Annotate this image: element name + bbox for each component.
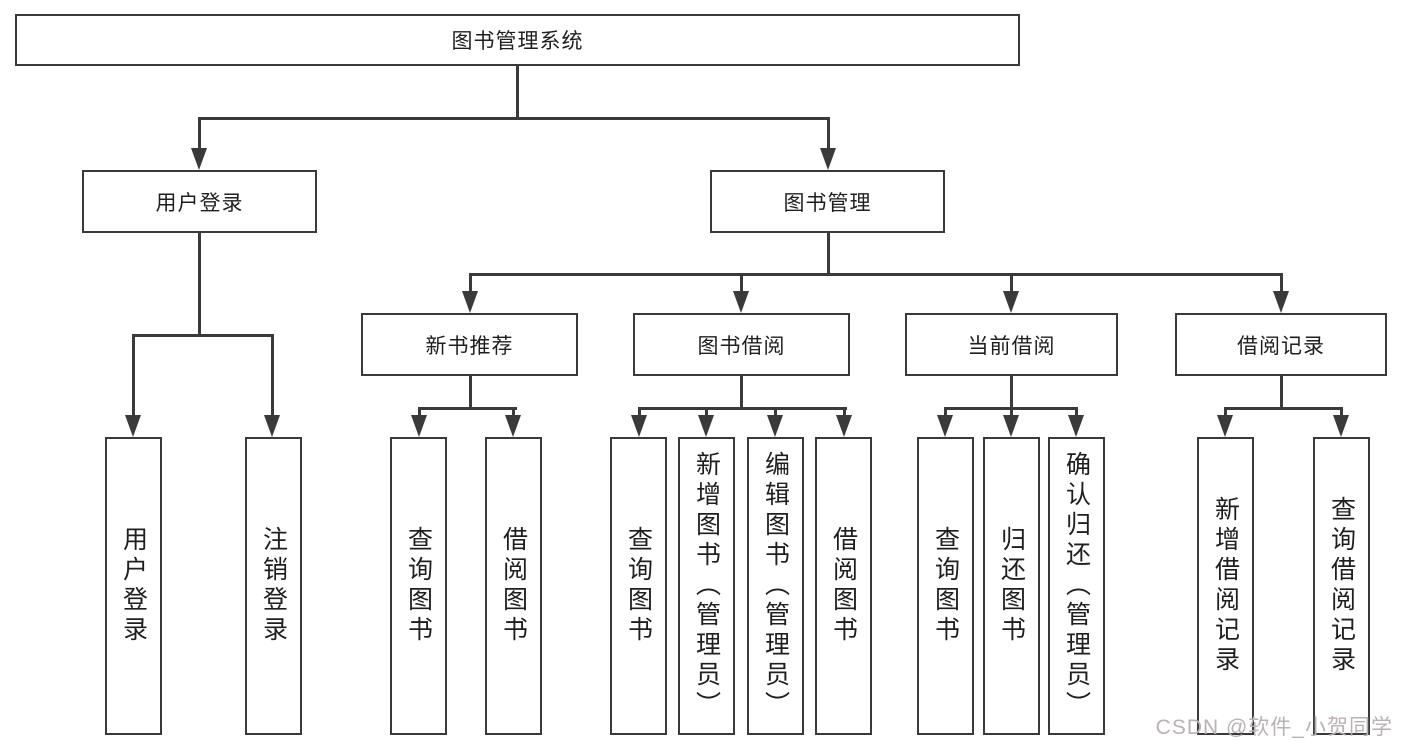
leaf-logout-label: 注销登录 [259,526,288,646]
node-borrow-records-label: 借阅记录 [1237,334,1325,358]
connector-line [1280,376,1283,410]
connector-line [512,407,515,415]
connector-line [418,407,517,410]
leaf-return-books: 归还图书 [983,437,1040,735]
connector-line [198,117,830,120]
node-book-management-label: 图书管理 [783,191,872,215]
leaf-add-books-admin: 新增图书（管理员） [678,437,735,735]
leaf-confirm-return-admin-label: 确认归还（管理员） [1062,451,1091,721]
connector-line [705,407,708,415]
leaf-query-books-borrow: 查询图书 [610,437,667,735]
connector-line [1075,407,1078,415]
connector-line [132,334,274,337]
node-root: 图书管理系统 [15,14,1020,66]
connector-line [740,273,743,291]
csdn-watermark: CSDN @软件_小贺同学 [1155,716,1393,739]
node-user-login-label: 用户登录 [155,191,244,215]
leaf-query-books-current-label: 查询图书 [931,526,960,646]
node-new-book-recommend-label: 新书推荐 [425,334,514,358]
leaf-logout: 注销登录 [245,437,302,735]
node-new-book-recommend: 新书推荐 [361,313,578,376]
connector-line [1010,273,1013,291]
connector-line [469,376,472,410]
connector-line [774,407,777,415]
leaf-user-login: 用户登录 [105,437,162,735]
arrow-down-icon [505,415,521,437]
arrow-down-icon [1068,415,1084,437]
connector-line [469,273,472,291]
connector-line [132,334,135,415]
arrow-down-icon [1003,291,1019,313]
node-root-label: 图书管理系统 [451,30,584,53]
connector-line [1224,407,1343,410]
connector-line [740,376,743,410]
arrow-down-icon [125,415,141,437]
arrow-down-icon [733,291,749,313]
connector-line [1010,407,1013,415]
arrow-down-icon [767,415,783,437]
leaf-borrow-books-label: 借阅图书 [829,526,858,646]
leaf-add-books-admin-label: 新增图书（管理员） [692,451,721,721]
arrow-down-icon [411,415,427,437]
leaf-add-borrow-record-label: 新增借阅记录 [1211,496,1240,676]
leaf-query-books-current: 查询图书 [917,437,974,735]
node-current-borrow-label: 当前借阅 [967,334,1056,358]
connector-line [944,407,947,415]
arrow-down-icon [191,148,207,170]
arrow-down-icon [631,415,647,437]
leaf-borrow-books-recommend: 借阅图书 [485,437,542,735]
node-book-borrow-label: 图书借阅 [697,334,786,358]
arrow-down-icon [462,291,478,313]
arrow-down-icon [264,415,280,437]
connector-line [198,117,201,148]
connector-line [271,334,274,415]
connector-line [198,233,201,337]
leaf-add-borrow-record: 新增借阅记录 [1197,437,1254,735]
leaf-query-books-recommend: 查询图书 [390,437,447,735]
arrow-down-icon [1273,291,1289,313]
arrow-down-icon [937,415,953,437]
arrow-down-icon [1003,415,1019,437]
leaf-confirm-return-admin: 确认归还（管理员） [1048,437,1105,735]
connector-line [827,117,830,148]
arrow-down-icon [820,148,836,170]
connector-line [516,64,519,118]
node-current-borrow: 当前借阅 [905,313,1118,376]
connector-line [1340,407,1343,415]
connector-line [638,407,641,415]
leaf-borrow-books: 借阅图书 [815,437,872,735]
arrow-down-icon [698,415,714,437]
node-user-login: 用户登录 [82,170,317,233]
leaf-return-books-label: 归还图书 [997,526,1026,646]
connector-line [843,407,846,415]
connector-line [418,407,421,415]
connector-line [1224,407,1227,415]
leaf-query-books-recommend-label: 查询图书 [404,526,433,646]
node-book-borrow: 图书借阅 [633,313,850,376]
arrow-down-icon [1333,415,1349,437]
node-book-management: 图书管理 [710,170,945,233]
arrow-down-icon [836,415,852,437]
leaf-user-login-label: 用户登录 [119,526,148,646]
leaf-edit-books-admin-label: 编辑图书（管理员） [761,451,790,721]
connector-line [1010,376,1013,410]
leaf-query-books-borrow-label: 查询图书 [624,526,653,646]
node-borrow-records: 借阅记录 [1175,313,1387,376]
leaf-query-borrow-record-label: 查询借阅记录 [1327,496,1356,676]
leaf-query-borrow-record: 查询借阅记录 [1313,437,1370,735]
leaf-edit-books-admin: 编辑图书（管理员） [747,437,804,735]
leaf-borrow-books-recommend-label: 借阅图书 [499,526,528,646]
connector-line [827,233,830,276]
arrow-down-icon [1217,415,1233,437]
connector-line [638,407,847,410]
connector-line [1280,273,1283,291]
connector-line [469,273,1283,276]
